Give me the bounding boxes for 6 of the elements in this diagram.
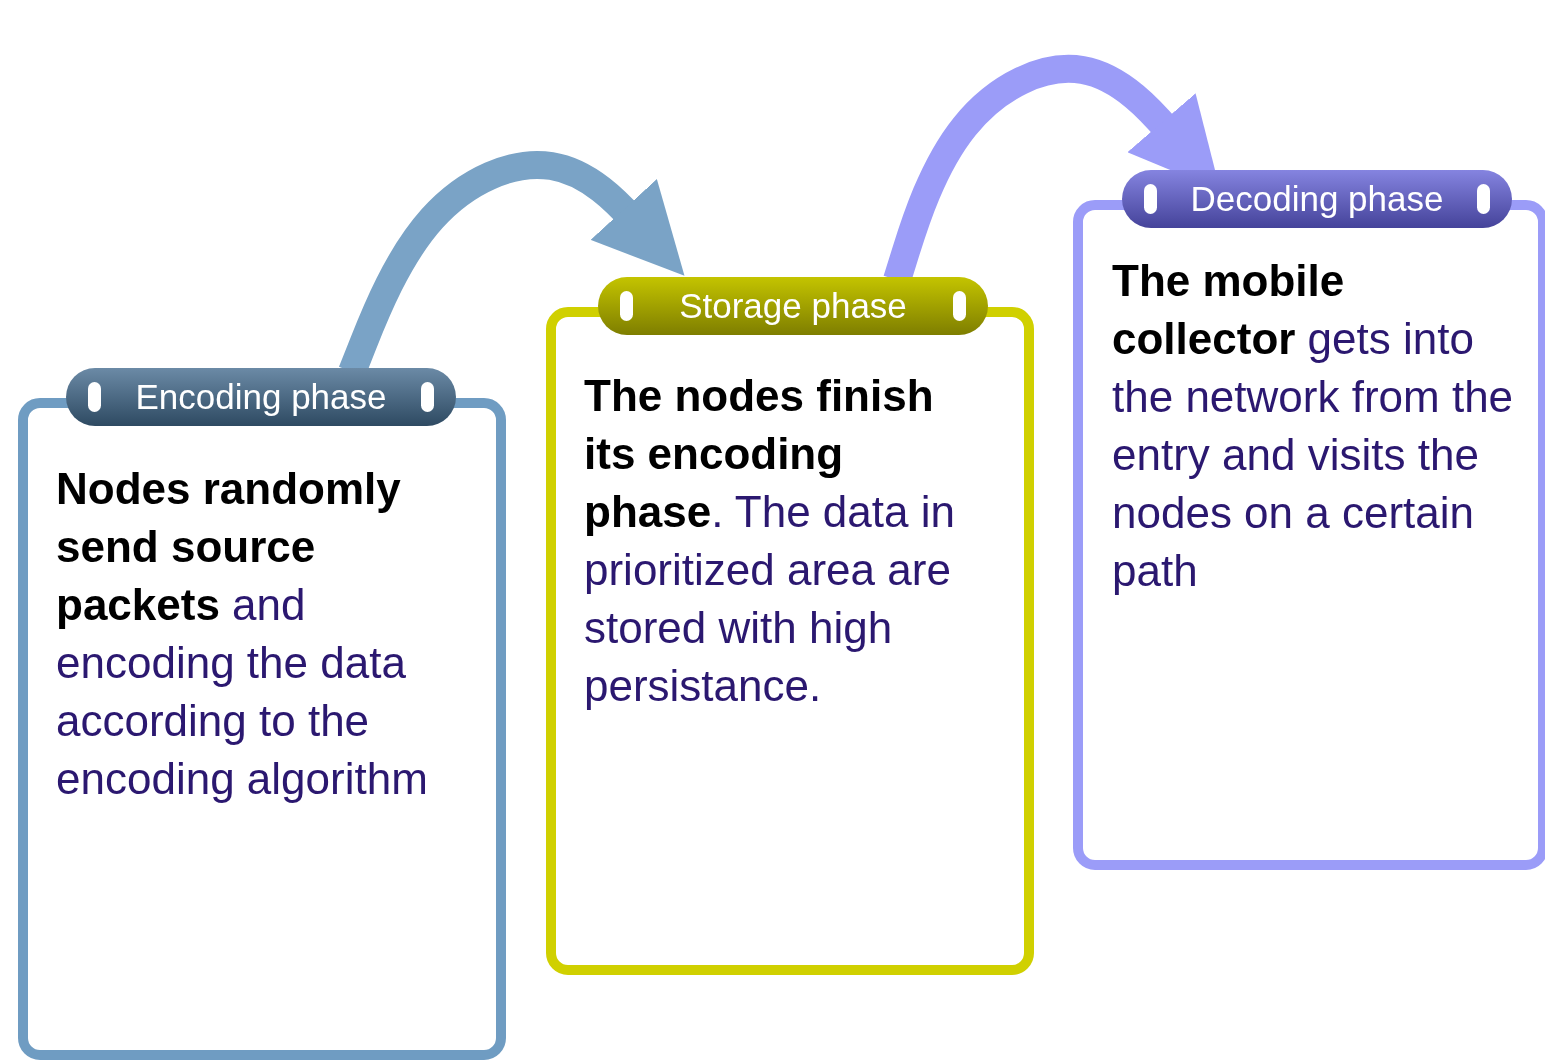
description-text: Nodes randomly send source packets and encoding the data according to the encoding algorithm bbox=[56, 463, 429, 805]
description-text: The nodes finish its encoding phase. The data in prioritized area are stored with high persistance. bbox=[584, 370, 956, 712]
phase-label: Encoding phase bbox=[66, 368, 456, 426]
phase-label: Storage phase bbox=[598, 277, 988, 335]
description-text: The mobile collector gets into the network from the entry and visits the nodes on a certain path bbox=[1112, 255, 1515, 597]
phase-label: Decoding phase bbox=[1122, 170, 1512, 228]
